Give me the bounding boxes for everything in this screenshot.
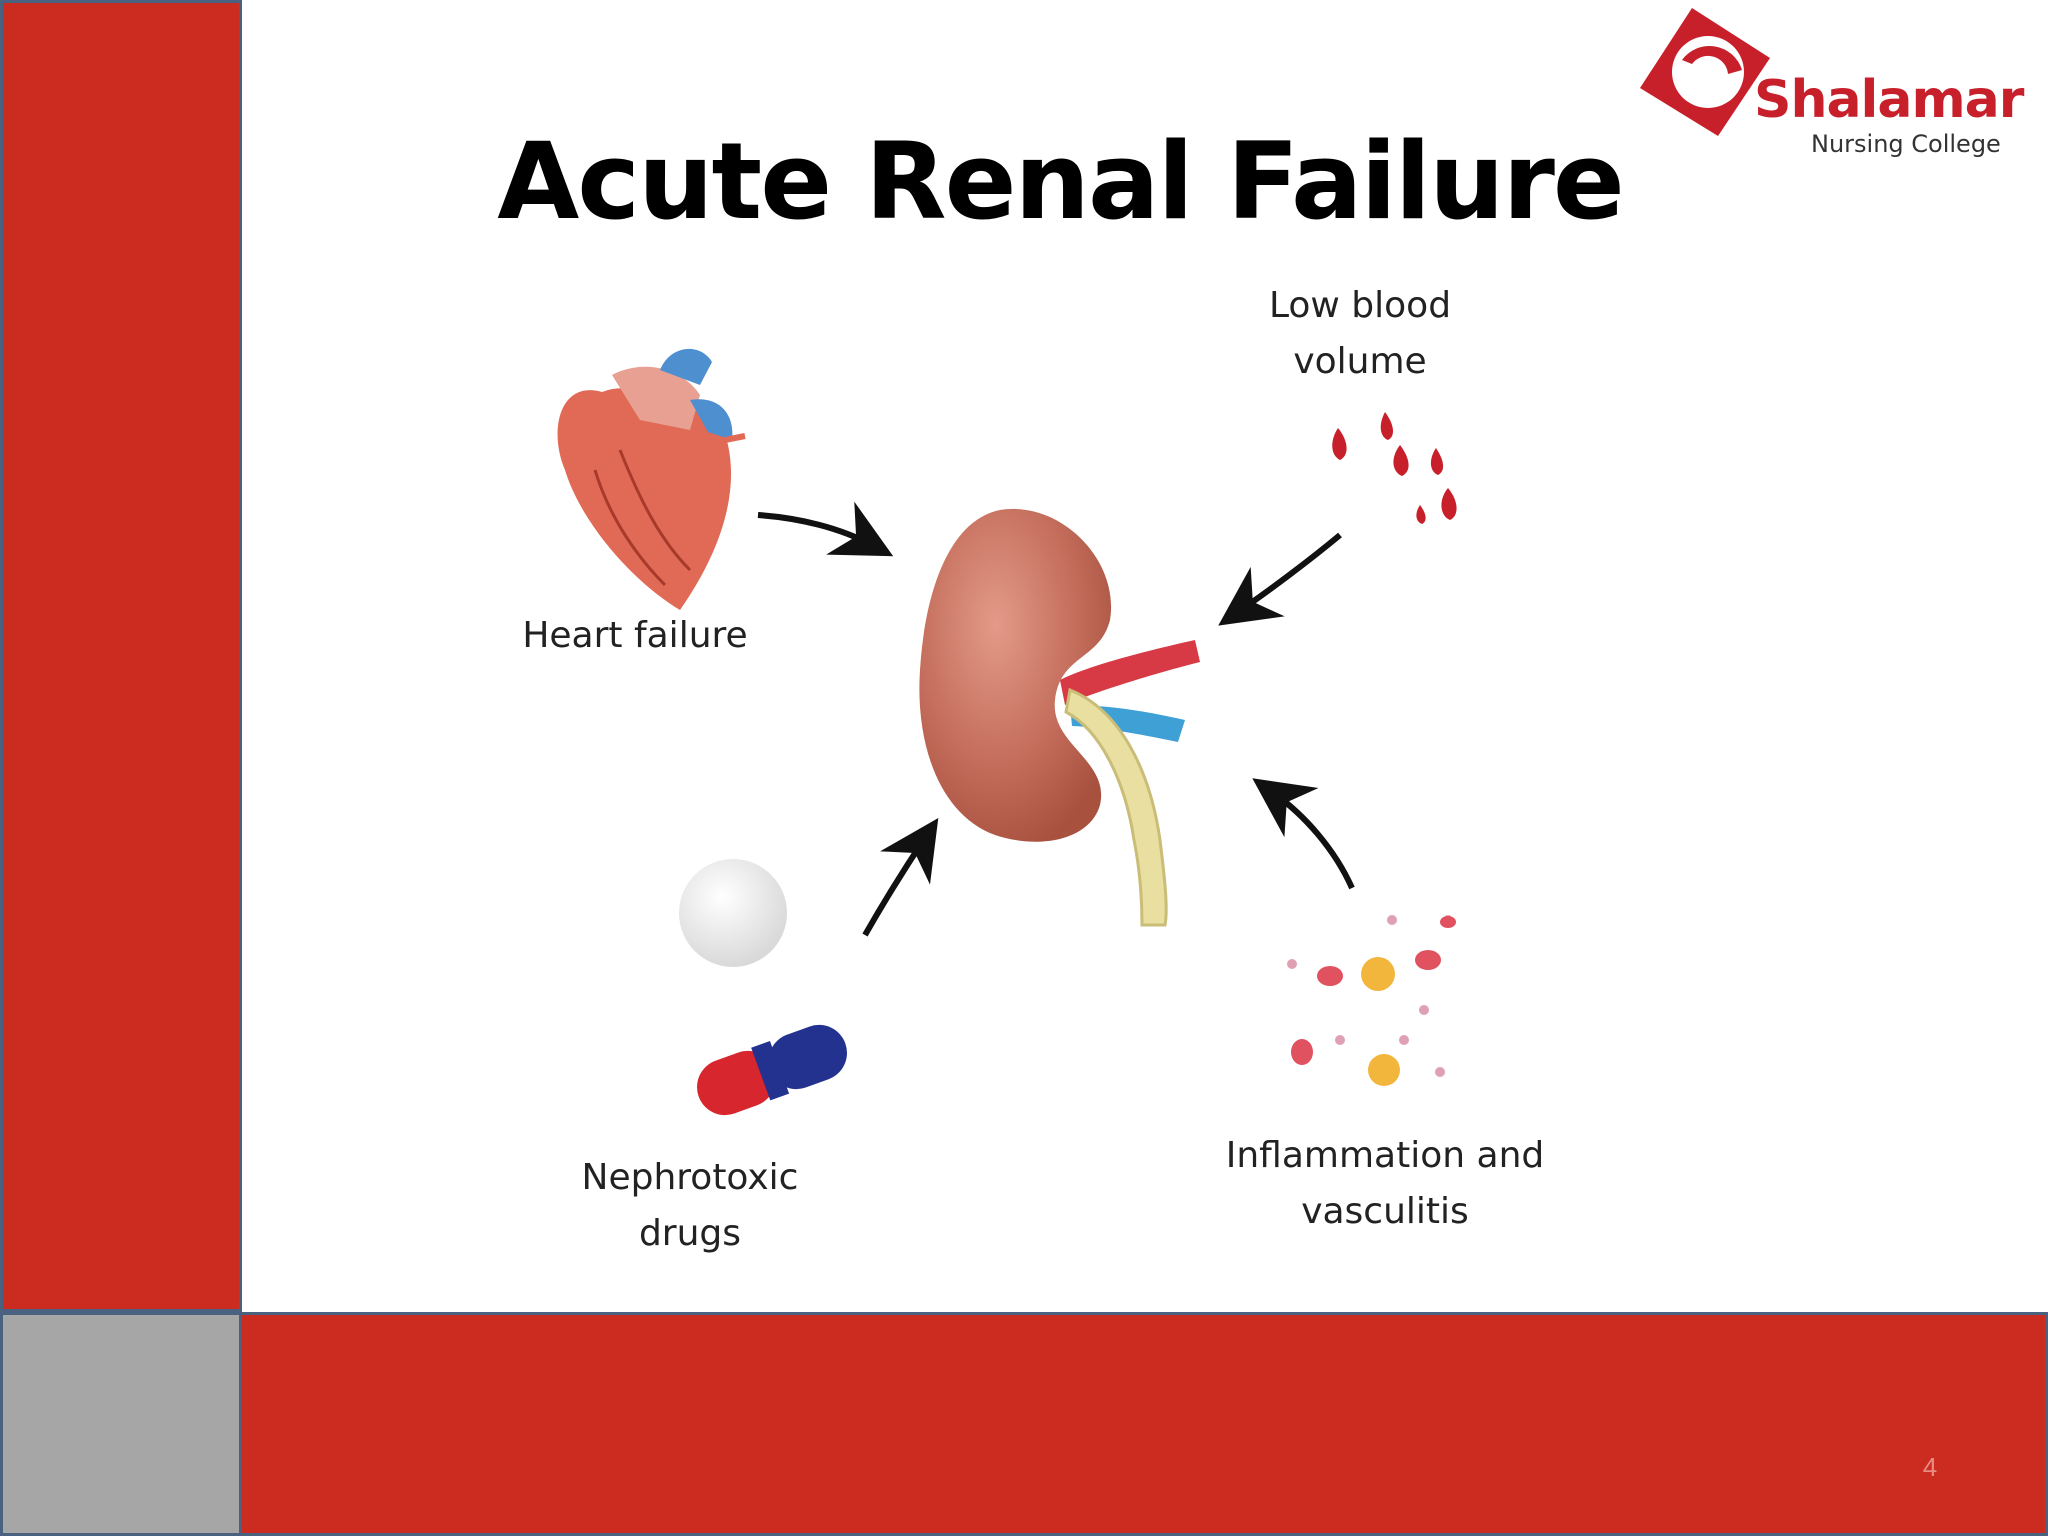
- college-logo: Shalamar Nursing College: [1620, 0, 2040, 175]
- heart-icon: [557, 348, 746, 610]
- label-low-blood-volume: Low blood volume: [1210, 278, 1510, 390]
- corner-box: [0, 1312, 242, 1536]
- logo-emblem-icon: [1640, 8, 1770, 136]
- label-line: volume: [1293, 341, 1427, 382]
- label-line: Heart failure: [522, 615, 748, 656]
- logo-subtitle: Nursing College: [1811, 130, 2001, 158]
- logo-name: Shalamar: [1754, 70, 2024, 130]
- label-heart-failure: Heart failure: [480, 608, 790, 664]
- label-line: Nephrotoxic: [581, 1157, 799, 1198]
- slide-title: Acute Renal Failure: [497, 120, 1625, 243]
- kidney-icon: [919, 508, 1200, 927]
- arrow-heart-to-kidney: [757, 501, 894, 557]
- label-nephrotoxic-drugs: Nephrotoxic drugs: [540, 1150, 840, 1262]
- arrow-blood-to-kidney: [1218, 532, 1342, 626]
- inflammation-cells-icon: [1287, 915, 1456, 1086]
- arrow-inflammation-to-kidney: [1252, 778, 1355, 890]
- label-inflammation-vasculitis: Inflammation and vasculitis: [1170, 1128, 1600, 1240]
- pills-icon: [679, 859, 847, 1116]
- label-line: drugs: [638, 1213, 742, 1254]
- page-number: 4: [1922, 1452, 1938, 1482]
- left-accent-bar: [0, 0, 242, 1312]
- blood-drops-icon: [1332, 412, 1457, 524]
- bottom-accent-bar: [242, 1312, 2048, 1536]
- label-line: vasculitis: [1301, 1191, 1469, 1232]
- label-line: Inflammation and: [1225, 1135, 1545, 1176]
- arrow-drugs-to-kidney: [862, 818, 939, 937]
- label-line: Low blood: [1268, 285, 1452, 326]
